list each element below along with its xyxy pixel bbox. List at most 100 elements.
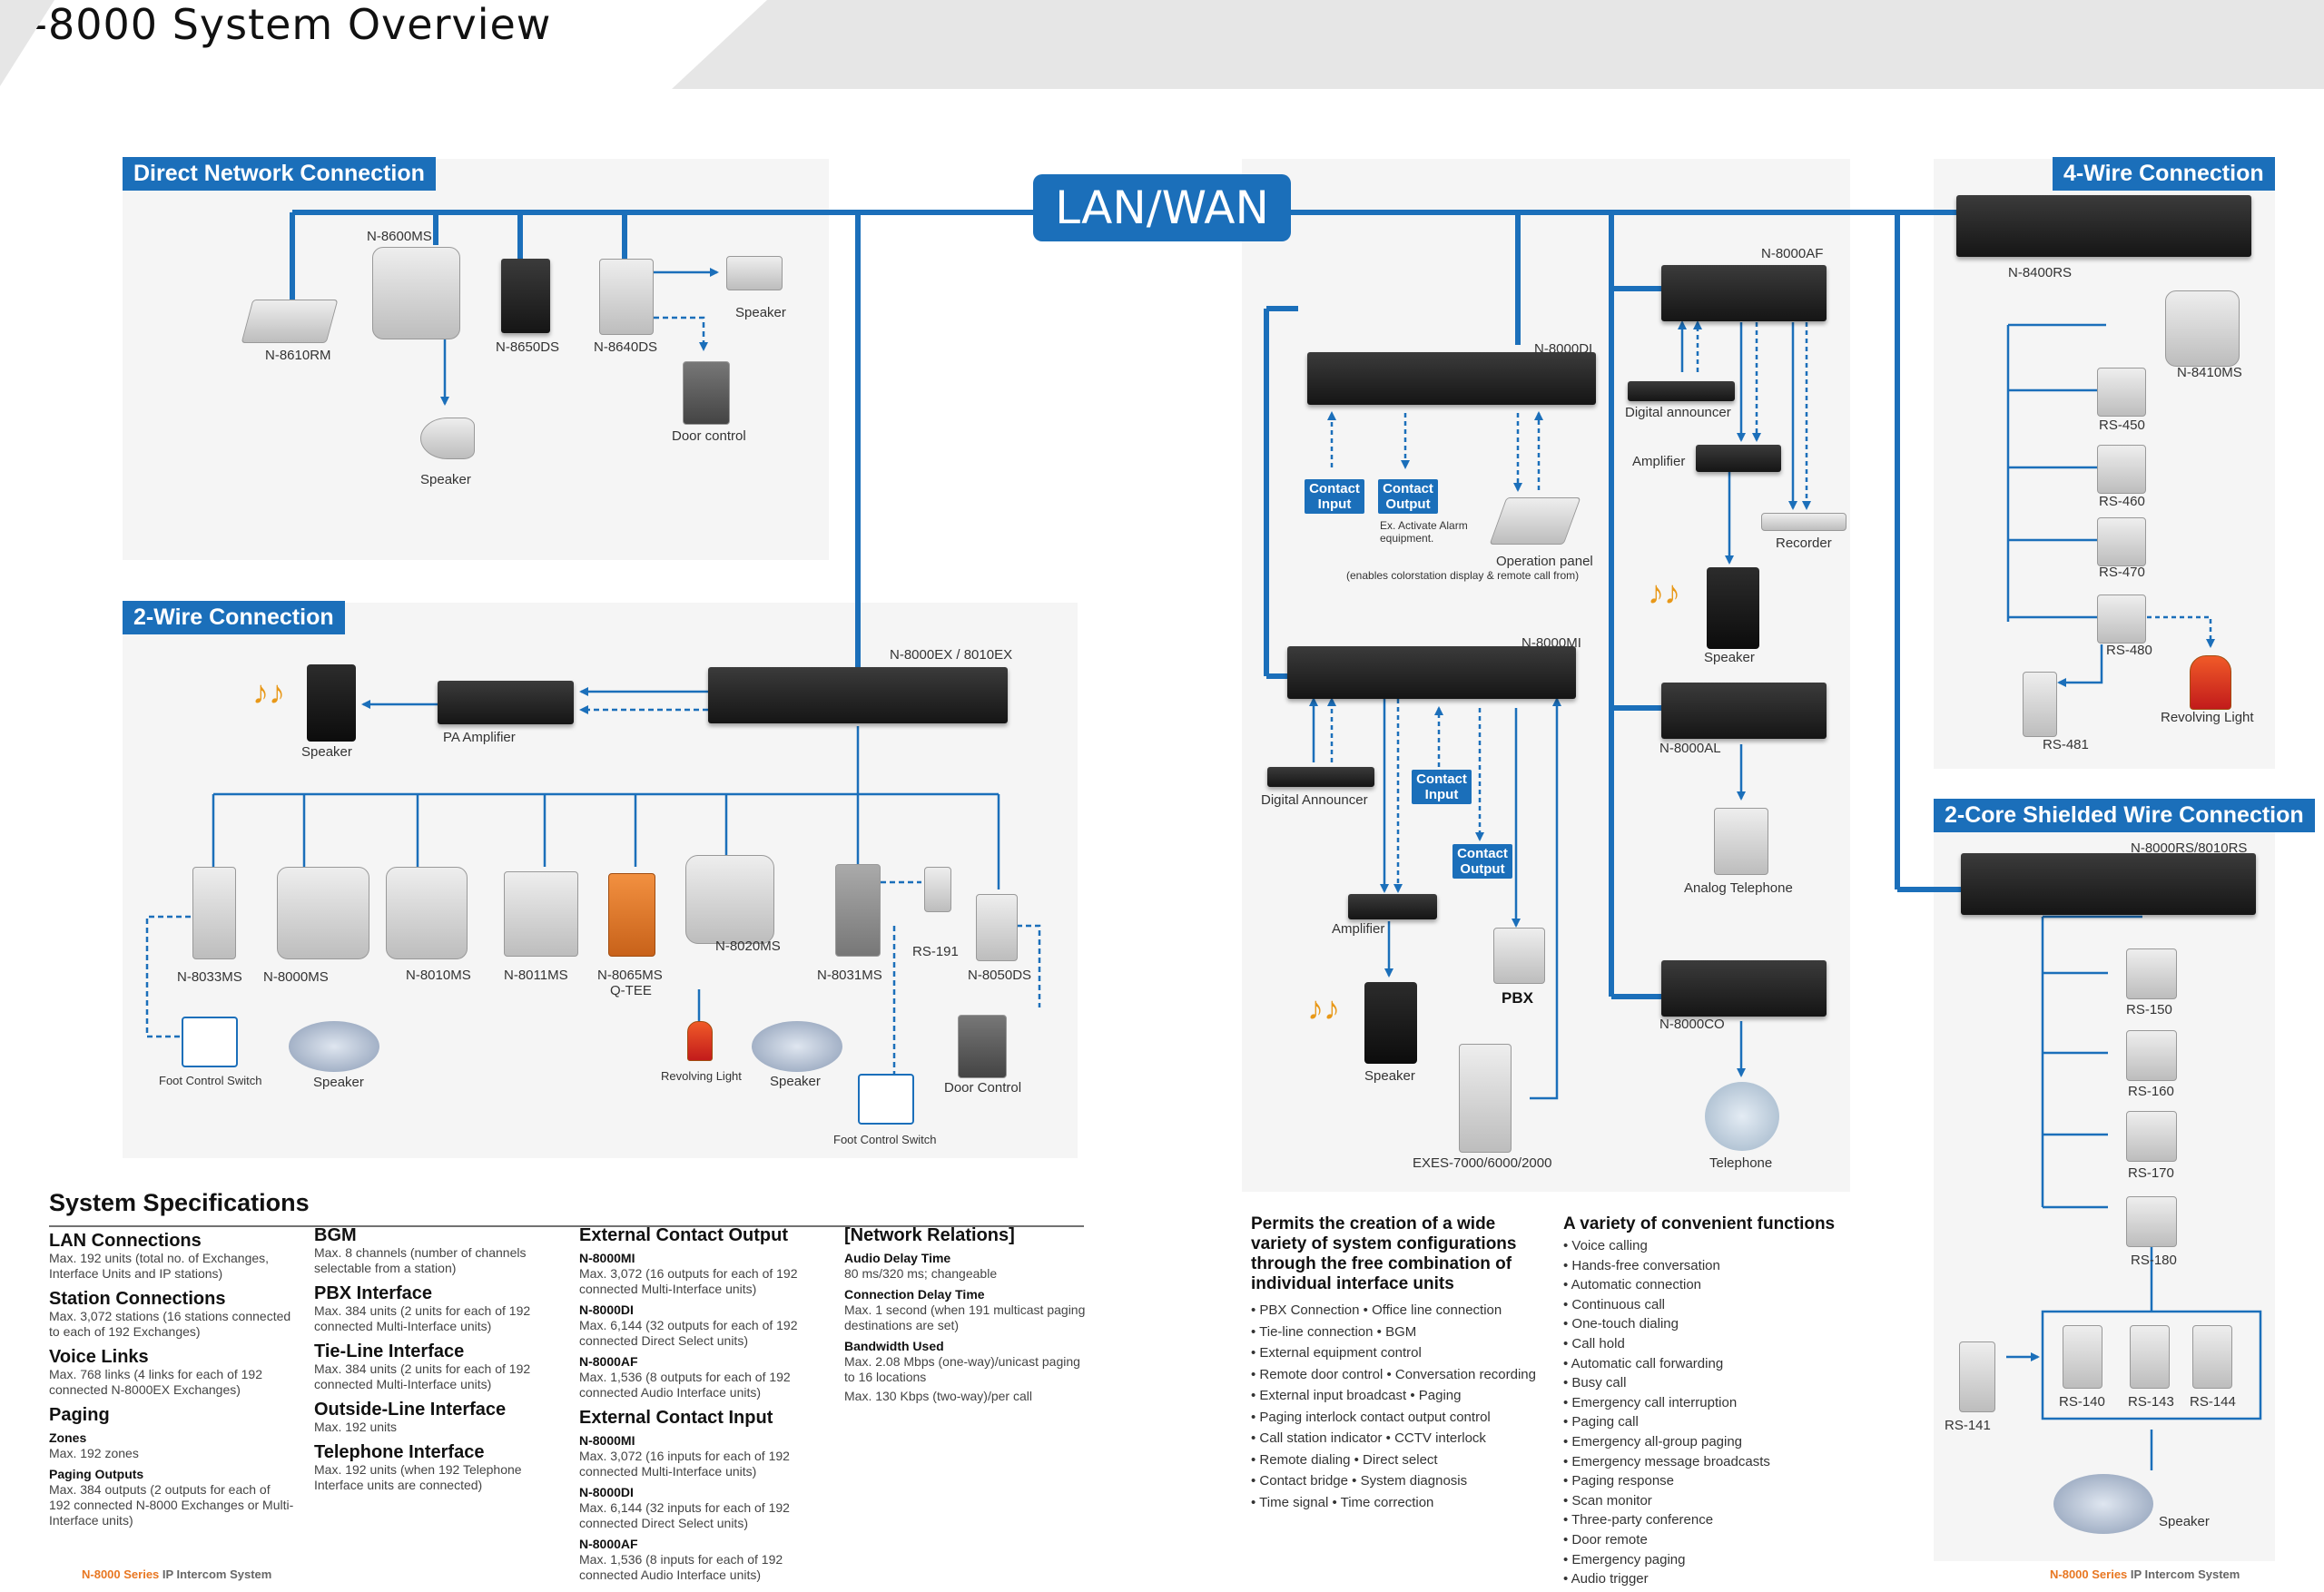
rs140-device: [2063, 1325, 2102, 1389]
spec-detail: Max. 384 units (2 units for each of 192 …: [314, 1361, 531, 1391]
recorder-device: [1761, 513, 1846, 531]
label-telephone: Telephone: [1709, 1155, 1773, 1171]
spec-subheading: Audio Delay Time: [844, 1251, 951, 1265]
list-item: • Continuous call: [1563, 1296, 1665, 1312]
list-item: • Paging call: [1563, 1414, 1639, 1430]
label-digital-announcer-2: Digital announcer: [1625, 405, 1731, 420]
spec-subheading: N-8000MI: [579, 1251, 635, 1265]
ceiling-speaker-a: [289, 1021, 379, 1072]
label-rs170: RS-170: [2128, 1165, 2174, 1181]
list-item: • One-touch dialing: [1563, 1316, 1679, 1332]
wall-speaker: [726, 256, 783, 290]
label-n8010ms: N-8010MS: [406, 968, 471, 983]
spec-detail: Max. 1,536 (8 inputs for each of 192 con…: [579, 1552, 783, 1582]
spec-heading: PBX Interface: [314, 1283, 433, 1303]
spec-subheading: N-8000AF: [579, 1537, 638, 1551]
label-n8011ms: N-8011MS: [504, 968, 568, 983]
label-operation-panel: Operation panel: [1496, 554, 1593, 569]
rs450-device: [2097, 368, 2146, 417]
rs143-device: [2130, 1325, 2170, 1389]
tag-contact-input: Contact Input: [1305, 479, 1364, 514]
n8650ds-device: [501, 259, 550, 333]
analog-telephone: [1714, 808, 1768, 875]
spec-detail: Max. 1 second (when 191 multicast paging…: [844, 1302, 1086, 1332]
label-rs140: RS-140: [2059, 1394, 2105, 1410]
label-speaker-center: Speaker: [1364, 1068, 1415, 1084]
rs150-device: [2126, 948, 2177, 999]
label-n8410ms: N-8410MS: [2177, 365, 2242, 380]
list-item: • Voice calling: [1563, 1238, 1648, 1253]
spec-column-3: External Contact Output N-8000MI Max. 3,…: [579, 1218, 824, 1583]
n8011ms-device: [504, 871, 578, 957]
spec-detail: Max. 3,072 (16 inputs for each of 192 co…: [579, 1449, 790, 1479]
list-item: • Audio trigger: [1563, 1571, 1649, 1587]
permits-heading: Permits the creation of a wide variety o…: [1251, 1214, 1517, 1293]
lan-wan-badge: LAN/WAN: [1033, 174, 1291, 241]
label-analog-telephone: Analog Telephone: [1684, 880, 1793, 896]
n8033ms-device: [192, 867, 236, 959]
spec-detail: Max. 130 Kbps (two-way)/per call: [844, 1389, 1032, 1403]
spec-detail: Max. 192 zones: [49, 1446, 139, 1460]
rs160-device: [2126, 1030, 2177, 1081]
revolving-light-icon-4w: [2190, 655, 2231, 710]
footer-text: IP Intercom System: [159, 1567, 272, 1581]
speaker-box: [307, 664, 356, 742]
n8600ms-device: [372, 247, 460, 339]
label-rs160: RS-160: [2128, 1084, 2174, 1099]
list-item: • Automatic call forwarding: [1563, 1355, 1724, 1371]
label-n8000ms: N-8000MS: [263, 969, 329, 985]
label-speaker-a: Speaker: [313, 1075, 364, 1090]
music-notes-icon-af: ♪♪: [1648, 574, 1680, 611]
spec-detail: Max. 3,072 stations (16 stations connect…: [49, 1309, 291, 1339]
list-item: • Contact bridge • System diagnosis: [1251, 1473, 1468, 1489]
music-notes-icon: ♪♪: [252, 673, 285, 711]
list-item: • Automatic connection: [1563, 1277, 1702, 1293]
label-rs481: RS-481: [2043, 737, 2089, 752]
pbx-device: [1493, 928, 1545, 984]
label-n8000al: N-8000AL: [1659, 741, 1721, 756]
list-item: • Emergency call interruption: [1563, 1394, 1738, 1410]
spec-detail: Max. 6,144 (32 inputs for each of 192 co…: [579, 1500, 790, 1530]
label-foot-switch-2: Foot Control Switch: [833, 1133, 937, 1146]
list-item: • Remote door control • Conversation rec…: [1251, 1366, 1536, 1382]
rs191-device: [924, 867, 951, 912]
footer-brand: N-8000 Series: [82, 1567, 160, 1581]
list-item: • Tie-line connection • BGM: [1251, 1323, 1417, 1340]
spec-detail: Max. 768 links (4 links for each of 192 …: [49, 1367, 263, 1397]
n8610rm-device: [241, 300, 339, 343]
spec-title: System Specifications: [49, 1189, 310, 1216]
list-item: • Scan monitor: [1563, 1492, 1652, 1508]
spec-subheading: Connection Delay Time: [844, 1287, 985, 1302]
label-amplifier-2: Amplifier: [1632, 454, 1686, 469]
spec-detail: Max. 8 channels (number of channels sele…: [314, 1245, 527, 1275]
ceiling-speaker-2core: [2053, 1474, 2153, 1534]
page-title: N-8000 System Overview: [0, 0, 552, 49]
section-heading-two-wire: 2-Wire Connection: [123, 601, 345, 634]
spec-heading: External Contact Output: [579, 1225, 789, 1245]
label-rs144: RS-144: [2190, 1394, 2236, 1410]
spec-subheading: N-8000MI: [579, 1433, 635, 1448]
tag-contact-output-2: Contact Output: [1452, 844, 1512, 879]
list-item: • Emergency message broadcasts: [1563, 1453, 1770, 1469]
section-heading-two-core: 2-Core Shielded Wire Connection: [1934, 799, 2315, 832]
spec-detail: Max. 3,072 (16 outputs for each of 192 c…: [579, 1266, 798, 1296]
label-rs180: RS-180: [2131, 1253, 2177, 1268]
label-rs450: RS-450: [2099, 418, 2145, 433]
spec-detail: Max. 192 units (total no. of Exchanges, …: [49, 1251, 270, 1281]
label-revolving-light-4w: Revolving Light: [2161, 710, 2254, 725]
rs141-device: [1959, 1341, 1995, 1412]
n8020ms-device: [685, 855, 774, 944]
label-n8031ms: N-8031MS: [817, 968, 882, 983]
label-speaker-box: Speaker: [301, 744, 352, 760]
n8065ms-device: [608, 873, 655, 957]
n8000al-device: [1661, 683, 1827, 739]
n8050ds-device: [976, 894, 1018, 961]
label-n8640ds: N-8640DS: [594, 339, 658, 355]
functions-block: A variety of convenient functions • Voic…: [1563, 1214, 1836, 1589]
spec-detail: Max. 6,144 (32 outputs for each of 192 c…: [579, 1318, 798, 1348]
functions-heading: A variety of convenient functions: [1563, 1214, 1836, 1233]
label-rs150: RS-150: [2126, 1002, 2172, 1017]
label-amplifier: Amplifier: [1332, 921, 1385, 937]
n8000co-device: [1661, 960, 1827, 1017]
spec-subheading: N-8000AF: [579, 1354, 638, 1369]
